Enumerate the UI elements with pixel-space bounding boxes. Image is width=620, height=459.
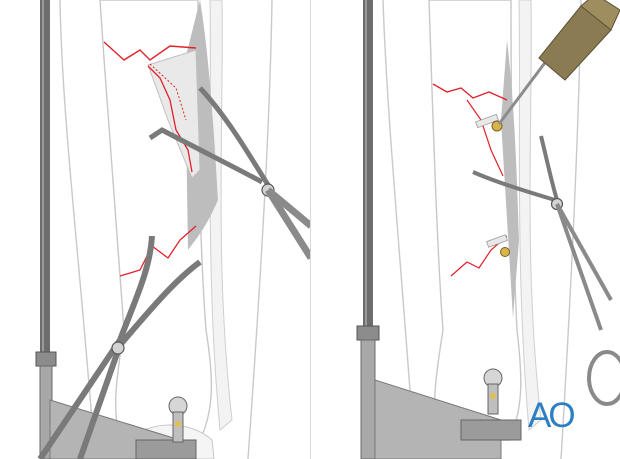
fixator-rod xyxy=(363,0,373,330)
pointed-reduction-forceps-icon xyxy=(472,135,620,406)
fibula xyxy=(518,0,542,431)
lag-screw-illustration xyxy=(356,0,620,459)
fragment-shadow xyxy=(501,40,519,318)
lag-screw-lower-icon xyxy=(486,234,510,257)
fracture-line-lower xyxy=(119,225,197,277)
pointed-reduction-forceps-upper-icon xyxy=(148,86,311,260)
panel-divider xyxy=(310,0,311,459)
screwdriver-icon xyxy=(497,0,620,125)
fracture-line-hidden xyxy=(149,63,187,121)
fixator-rod xyxy=(40,0,50,355)
fracture-line-upper xyxy=(103,41,197,61)
reduction-illustration xyxy=(35,0,311,459)
panel-right-lag-screw xyxy=(311,0,620,459)
butterfly-fragment xyxy=(147,49,201,179)
fibula xyxy=(209,0,233,431)
ao-logo: AO xyxy=(528,396,576,435)
fracture-line-fragment xyxy=(147,65,193,173)
pointed-reduction-forceps-lower-icon xyxy=(37,235,202,459)
panel-left-reduction xyxy=(35,0,311,459)
fracture-line-upper xyxy=(432,83,508,101)
fracture-line-lower xyxy=(450,235,508,277)
leg-outline xyxy=(59,0,273,459)
fixator-clamp xyxy=(35,351,57,367)
fixator-clamp xyxy=(356,325,380,341)
fracture-line-fragment xyxy=(466,99,504,177)
